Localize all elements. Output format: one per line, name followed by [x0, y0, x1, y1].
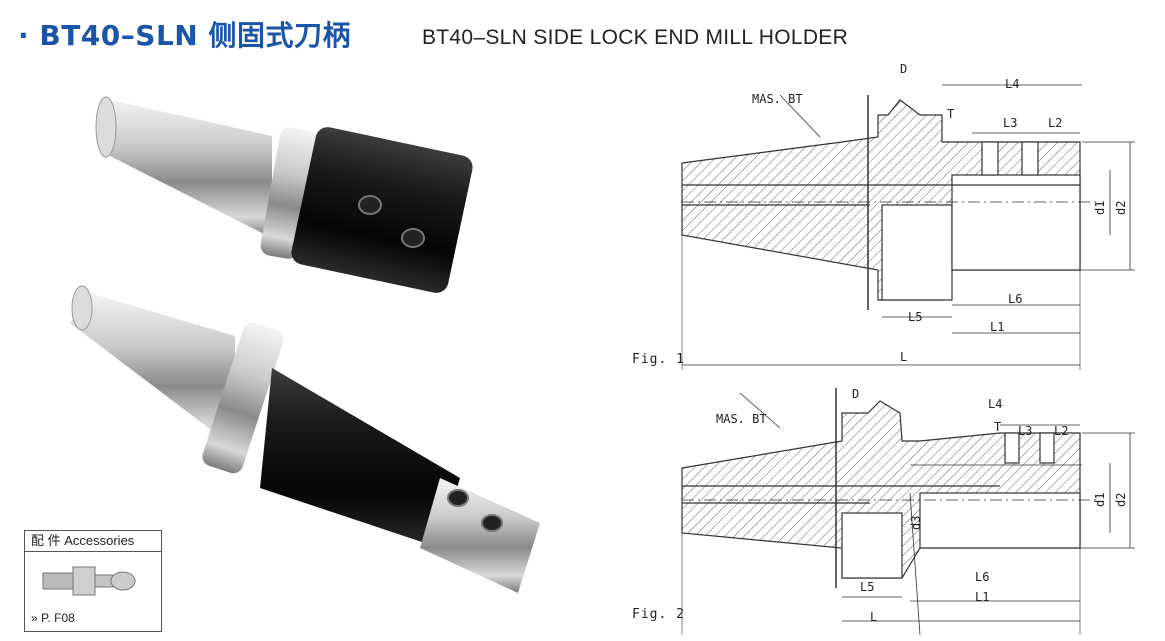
- fig2-dim-d3: d3: [909, 516, 923, 530]
- pull-stud-icon: [42, 566, 136, 596]
- fig2-dim-L3: L3: [1018, 424, 1032, 438]
- fig1-label: Fig. 1: [632, 352, 685, 367]
- fig1-dim-L2: L2: [1048, 116, 1062, 130]
- page-title: · BT40–SLN 侧固式刀柄: [18, 19, 351, 52]
- fig1-dim-L6: L6: [1008, 292, 1022, 306]
- fig2-dim-T: T: [994, 420, 1001, 434]
- fig2-mas-label: MAS. BT: [716, 412, 767, 426]
- fig2-dim-d2: d2: [1114, 493, 1128, 507]
- fig2-dim-L: L: [870, 610, 877, 624]
- accessories-box: 配 件 Accessories » P. F08: [24, 530, 162, 632]
- fig1-dim-L1: L1: [990, 320, 1004, 334]
- fig1-mas-label: MAS. BT: [752, 92, 803, 106]
- accessories-heading: 配 件 Accessories: [25, 531, 161, 552]
- fig1-dim-L: L: [900, 350, 907, 364]
- fig2-label: Fig. 2: [632, 607, 685, 622]
- fig2-drawing: [681, 388, 1135, 635]
- fig1-dim-D: D: [900, 62, 907, 76]
- fig1-dim-d2: d2: [1114, 201, 1128, 215]
- technical-drawings: MAS. BT D L4 T L3 L2 d1 d2 L6 L5 L1 L MA…: [681, 62, 1135, 635]
- holder-photo-2: [70, 285, 540, 593]
- fig1-dim-L4: L4: [1005, 77, 1019, 91]
- fig2-dim-L6: L6: [975, 570, 989, 584]
- fig2-dim-L1: L1: [975, 590, 989, 604]
- fig1-dim-L3: L3: [1003, 116, 1017, 130]
- holder-photo-1: [95, 96, 473, 293]
- fig2-dim-L5: L5: [860, 580, 874, 594]
- fig1-dim-L5: L5: [908, 310, 922, 324]
- product-photos: [70, 96, 540, 593]
- fig2-dim-L2: L2: [1054, 424, 1068, 438]
- fig2-dim-D: D: [852, 387, 859, 401]
- fig1-dim-d1: d1: [1093, 201, 1107, 215]
- fig1-dim-T: T: [947, 107, 954, 121]
- fig2-dim-d1: d1: [1093, 493, 1107, 507]
- fig2-dim-L4: L4: [988, 397, 1002, 411]
- page-subtitle: BT40–SLN SIDE LOCK END MILL HOLDER: [422, 26, 849, 49]
- fig1-drawing: [681, 84, 1135, 370]
- accessories-ref: » P. F08: [31, 611, 75, 625]
